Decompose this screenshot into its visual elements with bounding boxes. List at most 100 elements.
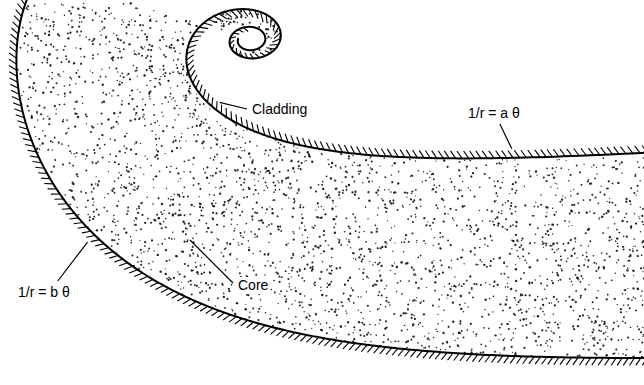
stipple-dot (133, 65, 135, 67)
stipple-dot (264, 274, 265, 275)
stipple-dot (509, 225, 511, 227)
stipple-dot (177, 271, 178, 272)
stipple-dot (62, 163, 64, 165)
stipple-dot (469, 229, 471, 231)
stipple-dot (462, 181, 463, 182)
stipple-dot (320, 253, 321, 254)
stipple-dot (479, 259, 481, 261)
stipple-dot (387, 339, 389, 341)
stipple-dot (50, 44, 52, 46)
stipple-dot (333, 218, 335, 220)
stipple-dot (511, 202, 513, 204)
stipple-dot (433, 218, 435, 220)
stipple-dot (502, 226, 504, 228)
stipple-dot (577, 193, 579, 195)
stipple-dot (149, 80, 150, 81)
stipple-dot (255, 189, 257, 191)
stipple-dot (308, 304, 309, 305)
stipple-dot (383, 334, 385, 336)
stipple-dot (597, 342, 599, 344)
stipple-dot (111, 231, 113, 233)
stipple-dot (606, 326, 607, 327)
stipple-dot (507, 286, 509, 288)
stipple-dot (274, 184, 276, 186)
stipple-dot (47, 81, 49, 83)
stipple-dot (28, 98, 30, 100)
stipple-dot (497, 223, 499, 225)
stipple-dot (95, 13, 97, 15)
stipple-dot (411, 175, 413, 177)
stipple-dot (61, 4, 63, 6)
stipple-dot (27, 51, 28, 52)
stipple-dot (36, 13, 37, 14)
stipple-dot (262, 222, 264, 224)
stipple-dot (250, 297, 252, 299)
stipple-dot (614, 352, 616, 354)
stipple-dot (349, 295, 351, 297)
stipple-dot (98, 138, 100, 140)
stipple-dot (572, 325, 574, 327)
stipple-dot (363, 335, 365, 337)
stipple-dot (269, 172, 271, 174)
stipple-dot (182, 43, 184, 45)
stipple-dot (345, 166, 347, 168)
stipple-dot (116, 205, 118, 207)
stipple-dot (165, 218, 167, 220)
stipple-dot (280, 230, 282, 232)
stipple-dot (150, 222, 152, 224)
stipple-dot (176, 167, 178, 169)
stipple-dot (109, 41, 111, 43)
stipple-dot (175, 31, 176, 32)
stipple-dot (365, 159, 367, 161)
stipple-dot (223, 255, 225, 257)
stipple-dot (44, 32, 46, 34)
stipple-dot (599, 348, 601, 350)
stipple-dot (234, 21, 236, 23)
stipple-dot (642, 271, 643, 272)
stipple-dot (239, 214, 241, 216)
stipple-dot (32, 86, 33, 87)
stipple-dot (74, 199, 76, 201)
stipple-dot (347, 322, 349, 324)
stipple-dot (497, 284, 499, 286)
stipple-dot (120, 187, 122, 189)
stipple-dot (136, 106, 138, 108)
stipple-dot (329, 327, 331, 329)
stipple-dot (551, 280, 553, 282)
stipple-dot (388, 301, 390, 303)
stipple-dot (519, 319, 521, 321)
stipple-dot (304, 225, 305, 226)
stipple-dot (443, 199, 445, 201)
stipple-dot (182, 251, 184, 253)
stipple-dot (245, 304, 246, 305)
stipple-dot (104, 18, 106, 20)
stipple-dot (459, 161, 461, 163)
stipple-dot (182, 37, 184, 39)
stipple-dot (396, 266, 398, 268)
stipple-dot (123, 48, 125, 50)
stipple-dot (67, 33, 69, 35)
stipple-dot (273, 175, 275, 177)
stipple-dot (135, 112, 137, 114)
stipple-dot (46, 87, 47, 88)
stipple-dot (134, 189, 136, 191)
stipple-dot (159, 84, 161, 86)
stipple-dot (132, 90, 134, 92)
stipple-dot (310, 304, 312, 306)
stipple-dot (177, 172, 179, 174)
stipple-dot (157, 158, 159, 160)
stipple-dot (459, 175, 461, 177)
stipple-dot (572, 284, 573, 285)
stipple-dot (595, 196, 597, 198)
stipple-dot (406, 312, 408, 314)
stipple-dot (78, 76, 80, 78)
stipple-dot (447, 213, 448, 214)
stipple-dot (548, 321, 550, 323)
stipple-dot (471, 350, 473, 352)
stipple-dot (617, 210, 619, 212)
stipple-dot (544, 351, 545, 352)
stipple-dot (547, 230, 549, 232)
stipple-dot (507, 200, 509, 202)
stipple-dot (315, 209, 316, 210)
stipple-dot (117, 71, 118, 72)
